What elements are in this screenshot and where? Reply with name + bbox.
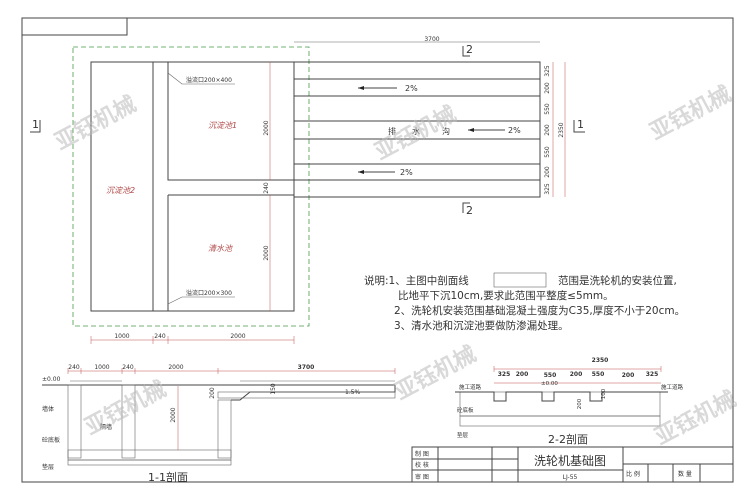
corner-box — [21, 17, 128, 36]
note-line: 范围是洗轮机的安装位置, — [558, 274, 677, 287]
sheet-border — [21, 17, 734, 483]
dim-label: 200 — [516, 371, 529, 378]
tank-label-clear: 清水池 — [208, 244, 233, 253]
drawing-title: 洗轮机基础图 — [534, 454, 606, 468]
dim-label: 1000 — [94, 364, 109, 371]
label-slab: 砼底板 — [42, 436, 60, 444]
dim-label-3700: 3700 — [424, 36, 439, 43]
level-label: ±0.00 — [541, 381, 558, 387]
slope-arrow-icon — [358, 170, 395, 174]
tank-label-settle-2: 沉淀池2 — [106, 186, 135, 195]
label-checked: 校 核 — [415, 461, 429, 469]
section-mark-1-right: 1 — [577, 118, 584, 131]
dim-label: 200 — [544, 82, 551, 94]
drawing-code: LJ-55 — [563, 474, 578, 481]
dim-label: 150 — [270, 383, 277, 395]
dim-label: 550 — [544, 146, 551, 158]
slope-arrow-icon — [358, 86, 397, 90]
dim-label: 325 — [646, 371, 659, 378]
dim-label: 325 — [544, 65, 551, 77]
note-line: 说明:1、主图中剖面线 — [364, 274, 469, 287]
dim-label: 550 — [592, 371, 605, 378]
dim-label: 2000 — [263, 245, 270, 260]
overflow-label-top: 溢流口200×400 — [186, 76, 232, 84]
drain-label: 水 — [412, 126, 420, 136]
watermark-logo: 亚钰机械 — [391, 341, 481, 405]
notes: 说明:1、主图中剖面线 范围是洗轮机的安装位置, 比地平下沉10cm,要求此范围… — [364, 272, 685, 332]
dim-label-2350: 2350 — [592, 357, 609, 364]
label-scale: 比 例 — [626, 470, 640, 478]
hatch-strip — [293, 61, 541, 80]
dim-label: 240 — [68, 364, 80, 371]
section-mark-2-bottom: 2 — [466, 204, 473, 217]
dim-label: 3700 — [298, 364, 315, 371]
section-1-1: ±0.00 240 1000 240 2000 3700 2000 200 15… — [42, 364, 396, 484]
watermark-logo: 亚钰机械 — [81, 376, 171, 440]
overflow-label-bottom: 溢流口200×300 — [186, 289, 232, 297]
dim-label: 240 — [263, 182, 270, 194]
label-quantity: 数 量 — [678, 470, 692, 478]
section-mark-1-left: 1 — [32, 118, 39, 131]
machine-boundary-dashed — [72, 46, 310, 327]
section-title-2-2: 2-2剖面 — [548, 432, 588, 446]
label-partition: 隔墙 — [100, 423, 112, 431]
slope-label: 1.5% — [345, 389, 361, 396]
dim-label: 200 — [570, 371, 583, 378]
label-drawn: 制 图 — [415, 450, 429, 458]
dim-label: 200 — [544, 166, 551, 178]
watermark-logo: 亚钰机械 — [646, 81, 736, 145]
note-line: 2、洗轮机安装范围基础混凝土强度为C35,厚度不小于20cm。 — [394, 304, 685, 317]
dim-label: 200 — [577, 398, 583, 409]
dim-label: 325 — [498, 371, 511, 378]
dim-label: 240 — [154, 333, 166, 340]
level-label: ±0.00 — [42, 376, 61, 383]
dim-label: 2000 — [168, 364, 183, 371]
hatch-strip — [293, 179, 541, 198]
dim-label: 240 — [122, 364, 134, 371]
dim-label: 2000 — [170, 407, 177, 422]
tank-label-settle-1: 沉淀池1 — [208, 121, 237, 130]
watermark-logo: 亚钰机械 — [651, 386, 741, 450]
dim-label: 200 — [544, 124, 551, 136]
label-approved: 审 图 — [415, 473, 429, 481]
title-block: 制 图 校 核 审 图 比 例 数 量 LJ-55 洗轮机基础图 — [411, 446, 734, 483]
dim-label: 100 — [601, 388, 607, 399]
dim-label: 550 — [544, 372, 557, 379]
label-road-left: 施工道路 — [459, 383, 482, 391]
dim-label: 1000 — [114, 333, 129, 340]
section-2-2: 2350 325 200 550 200 550 200 325 ±0.00 2… — [455, 357, 684, 446]
label-cushion: 垫层 — [42, 463, 54, 471]
hatch-legend-swatch — [493, 272, 547, 288]
drain-label: 排 — [388, 126, 396, 136]
label-road-right: 施工道路 — [661, 383, 684, 391]
slope-arrow-icon — [468, 128, 505, 132]
dim-label: 200 — [209, 387, 216, 399]
dim-label-2350: 2350 — [558, 122, 565, 137]
section-mark-2-top: 2 — [466, 43, 473, 56]
slope-label: 2% — [400, 168, 413, 177]
dim-label: 550 — [544, 103, 551, 115]
dim-label: 325 — [544, 183, 551, 195]
label-slab: 砼底板 — [457, 406, 474, 414]
dim-label: 2000 — [230, 333, 245, 340]
note-line: 比地平下沉10cm,要求此范围平整度≤5mm。 — [398, 289, 614, 302]
section-title-1-1: 1-1剖面 — [148, 470, 188, 484]
watermark-logo: 亚钰机械 — [51, 91, 141, 155]
slope-label: 2% — [508, 126, 521, 135]
label-cushion: 垫层 — [457, 431, 469, 439]
watermarks: 亚钰机械 亚钰机械 亚钰机械 亚钰机械 亚钰机械 亚钰机械 — [51, 81, 741, 450]
slope-label: 2% — [405, 84, 418, 93]
drain-label: 沟 — [442, 126, 450, 136]
plan-view: 2% 2% 2% 排 水 沟 沉淀池1 沉淀池2 清水池 溢流口200×400 … — [30, 36, 585, 344]
dim-label: 200 — [622, 372, 635, 379]
dim-label: 2000 — [263, 120, 270, 135]
note-line: 3、清水池和沉淀池要做防渗漏处理。 — [394, 319, 569, 332]
label-wall: 墙体 — [42, 405, 54, 413]
